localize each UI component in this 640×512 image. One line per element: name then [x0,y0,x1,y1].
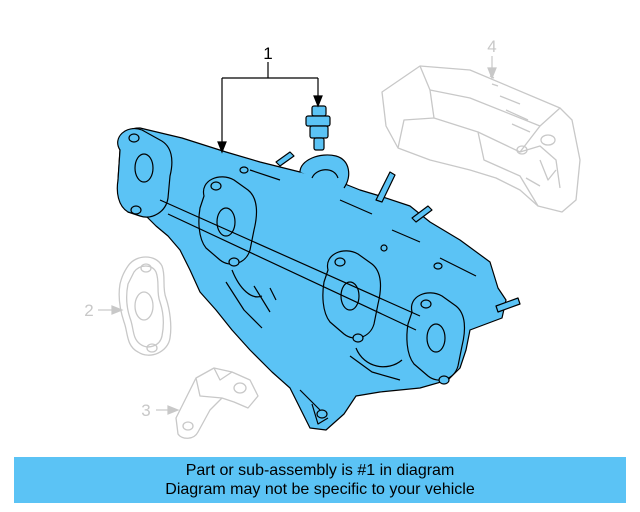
callout-number-1: 1 [263,44,272,63]
callout-number-3: 3 [141,401,150,420]
bracket-part-3 [175,367,259,439]
callout-number-4: 4 [487,37,496,56]
callout-3-leader [156,405,180,415]
gasket-part-2 [118,256,172,356]
callout-number-2: 2 [84,301,93,320]
heat-shield-part-4 [381,65,581,213]
callout-1-leader [217,62,323,154]
callout-4-leader [487,56,497,80]
exhaust-manifold-part-1 [116,127,521,431]
banner-line-1: Part or sub-assembly is #1 in diagram [185,462,455,479]
manifold-sensor-bolt [305,105,331,151]
callout-2-leader [98,305,124,315]
diagram-notice-banner: Part or sub-assembly is #1 in diagram Di… [14,457,626,503]
banner-line-2: Diagram may not be specific to your vehi… [165,481,475,498]
